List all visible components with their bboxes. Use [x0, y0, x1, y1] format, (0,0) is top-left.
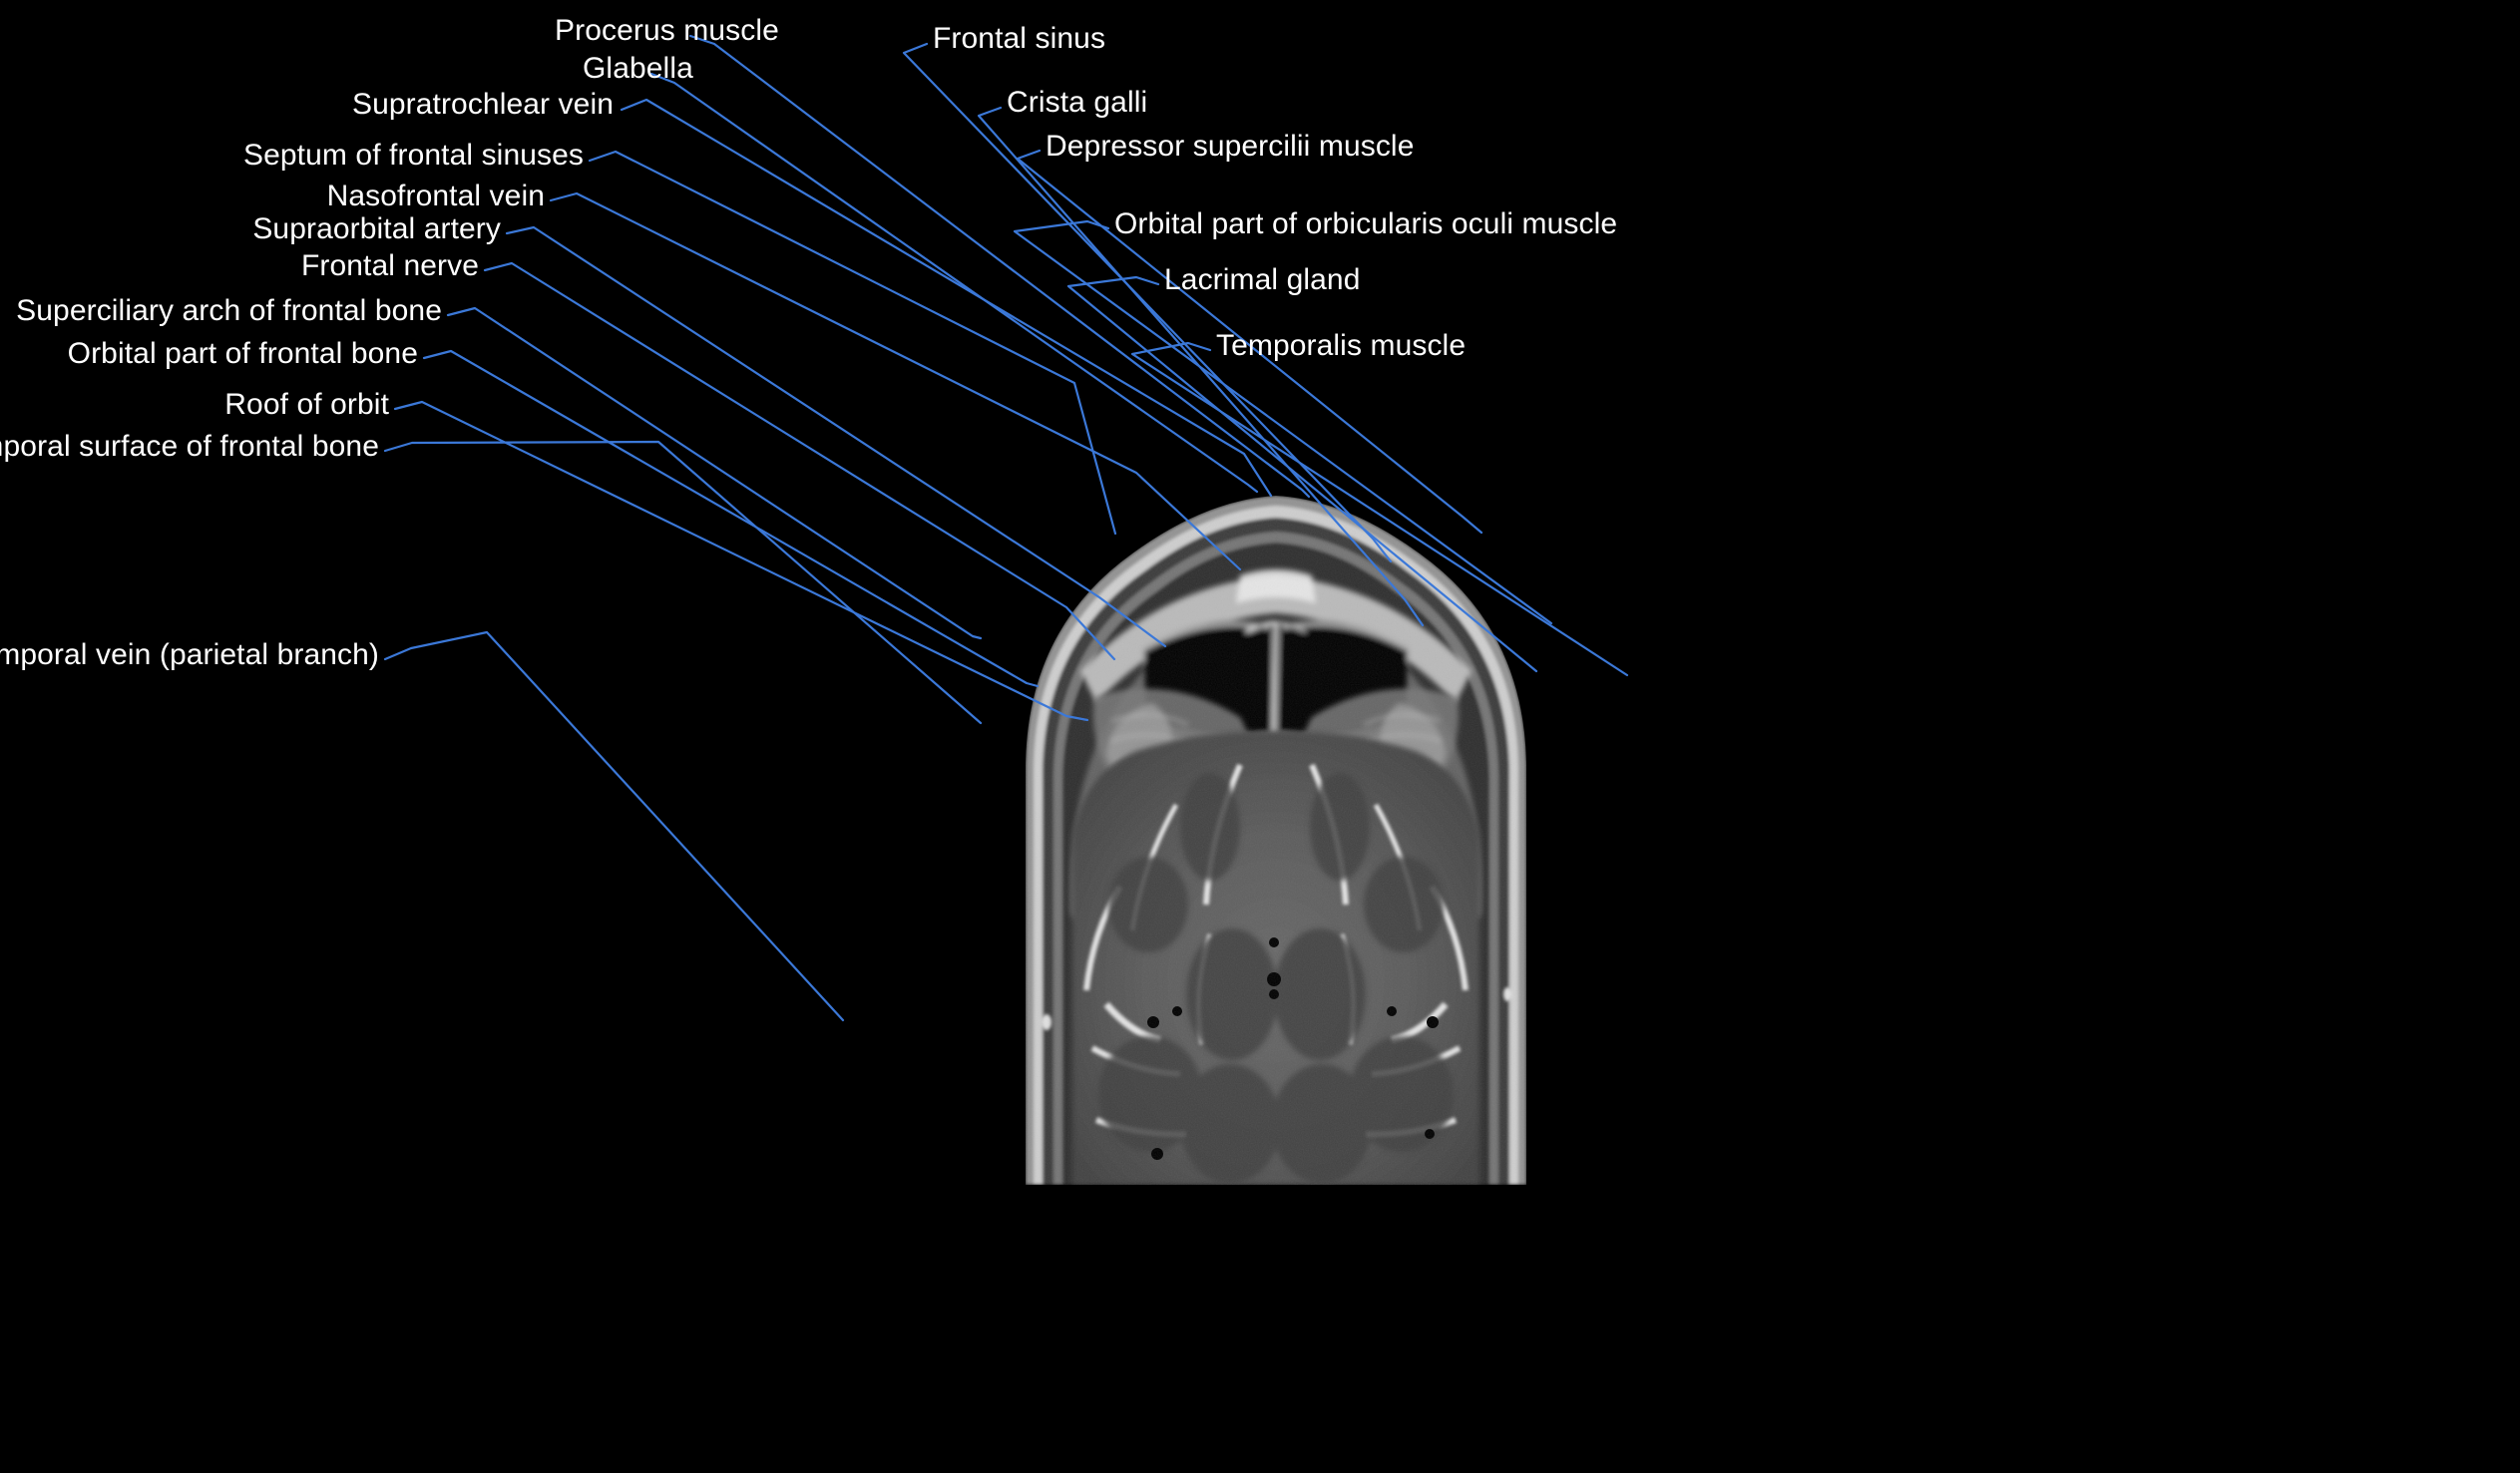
annotation-label-frontal-sinus: Frontal sinus — [933, 22, 1106, 55]
annotation-label-depressor-supercilii-muscle: Depressor supercilii muscle — [1046, 130, 1415, 163]
annotation-label-superciliary-arch-of-frontal-bone: Superciliary arch of frontal bone — [16, 294, 442, 327]
annotation-label-orbital-part-of-frontal-bone: Orbital part of frontal bone — [67, 337, 418, 370]
annotation-label-temporalis-muscle: Temporalis muscle — [1216, 329, 1467, 362]
annotation-label-superficial-temporal-vein-parietal-branch: Superficial temporal vein (parietal bran… — [0, 638, 379, 671]
annotation-label-frontal-nerve: Frontal nerve — [300, 249, 479, 282]
annotation-label-crista-galli: Crista galli — [1007, 86, 1148, 119]
annotation-label-orbital-part-of-orbicularis-oculi-muscle: Orbital part of orbicularis oculi muscle — [1114, 207, 1618, 240]
annotation-label-septum-of-frontal-sinuses: Septum of frontal sinuses — [242, 139, 584, 172]
annotation-label-lacrimal-gland: Lacrimal gland — [1164, 263, 1361, 296]
annotation-label-temporal-surface-of-frontal-bone: Temporal surface of frontal bone — [0, 430, 379, 463]
annotation-label-supraorbital-artery: Supraorbital artery — [252, 212, 501, 245]
annotation-label-roof-of-orbit: Roof of orbit — [224, 388, 389, 421]
mri-scan-image — [741, 436, 1812, 1185]
annotation-label-supratrochlear-vein: Supratrochlear vein — [351, 88, 614, 121]
annotation-label-nasofrontal-vein: Nasofrontal vein — [326, 180, 545, 212]
annotation-label-glabella: Glabella — [583, 52, 693, 85]
annotation-label-procerus-muscle: Procerus muscle — [555, 14, 779, 47]
mri-scan-rendering — [741, 436, 1812, 1185]
